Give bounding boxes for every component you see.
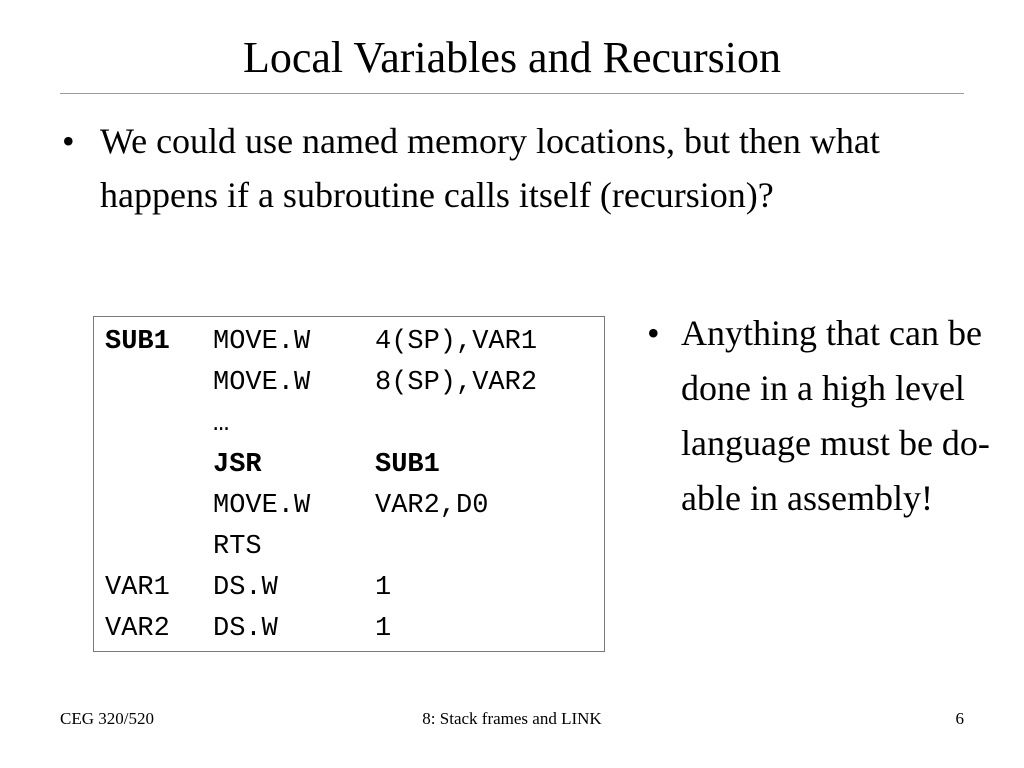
code-operand: VAR2,D0 [375,490,489,521]
code-opcode: … [213,408,230,439]
bullet-marker: • [62,121,75,161]
code-row: JSR SUB1 [105,444,595,485]
code-label: VAR2 [105,613,170,644]
main-bullet-text: We could use named memory locations, but… [100,121,880,215]
code-table: SUB1 MOVE.W 4(SP),VAR1 MOVE.W 8(SP),VAR2… [105,321,595,649]
code-operand: 8(SP),VAR2 [375,367,538,398]
footer-page-number: 6 [955,709,965,728]
code-label [105,362,213,403]
code-opcode: DS.W [213,613,278,644]
code-row: RTS [105,526,595,567]
code-row: … [105,403,595,444]
code-opcode: MOVE.W [213,490,311,521]
code-label [105,526,213,567]
code-operand: 4(SP),VAR1 [375,326,538,357]
side-bullet-text: Anything that can be done in a high leve… [681,313,990,518]
code-opcode: DS.W [213,572,278,603]
code-row: VAR1 DS.W 1 [105,567,595,608]
code-opcode: RTS [213,531,262,562]
code-operand: 1 [375,613,392,644]
code-opcode: JSR [213,449,262,480]
code-label [105,444,213,485]
slide-title: Local Variables and Recursion [242,33,781,82]
code-label [105,485,213,526]
code-row: MOVE.W VAR2,D0 [105,485,595,526]
code-label [105,403,213,444]
code-row: VAR2 DS.W 1 [105,608,595,649]
code-label: SUB1 [105,326,170,357]
code-opcode: MOVE.W [213,326,311,357]
bullet-marker: • [647,313,660,353]
code-row: MOVE.W 8(SP),VAR2 [105,362,595,403]
footer-course: CEG 320/520 [60,709,154,728]
code-operand [375,403,595,444]
code-operand: SUB1 [375,449,440,480]
footer-lecture-title: 8: Stack frames and LINK [422,709,602,728]
code-operand: 1 [375,572,392,603]
code-opcode: MOVE.W [213,367,311,398]
code-listing: SUB1 MOVE.W 4(SP),VAR1 MOVE.W 8(SP),VAR2… [93,316,605,652]
code-label: VAR1 [105,572,170,603]
code-row: SUB1 MOVE.W 4(SP),VAR1 [105,321,595,362]
code-operand [375,526,595,567]
title-divider [60,93,964,94]
